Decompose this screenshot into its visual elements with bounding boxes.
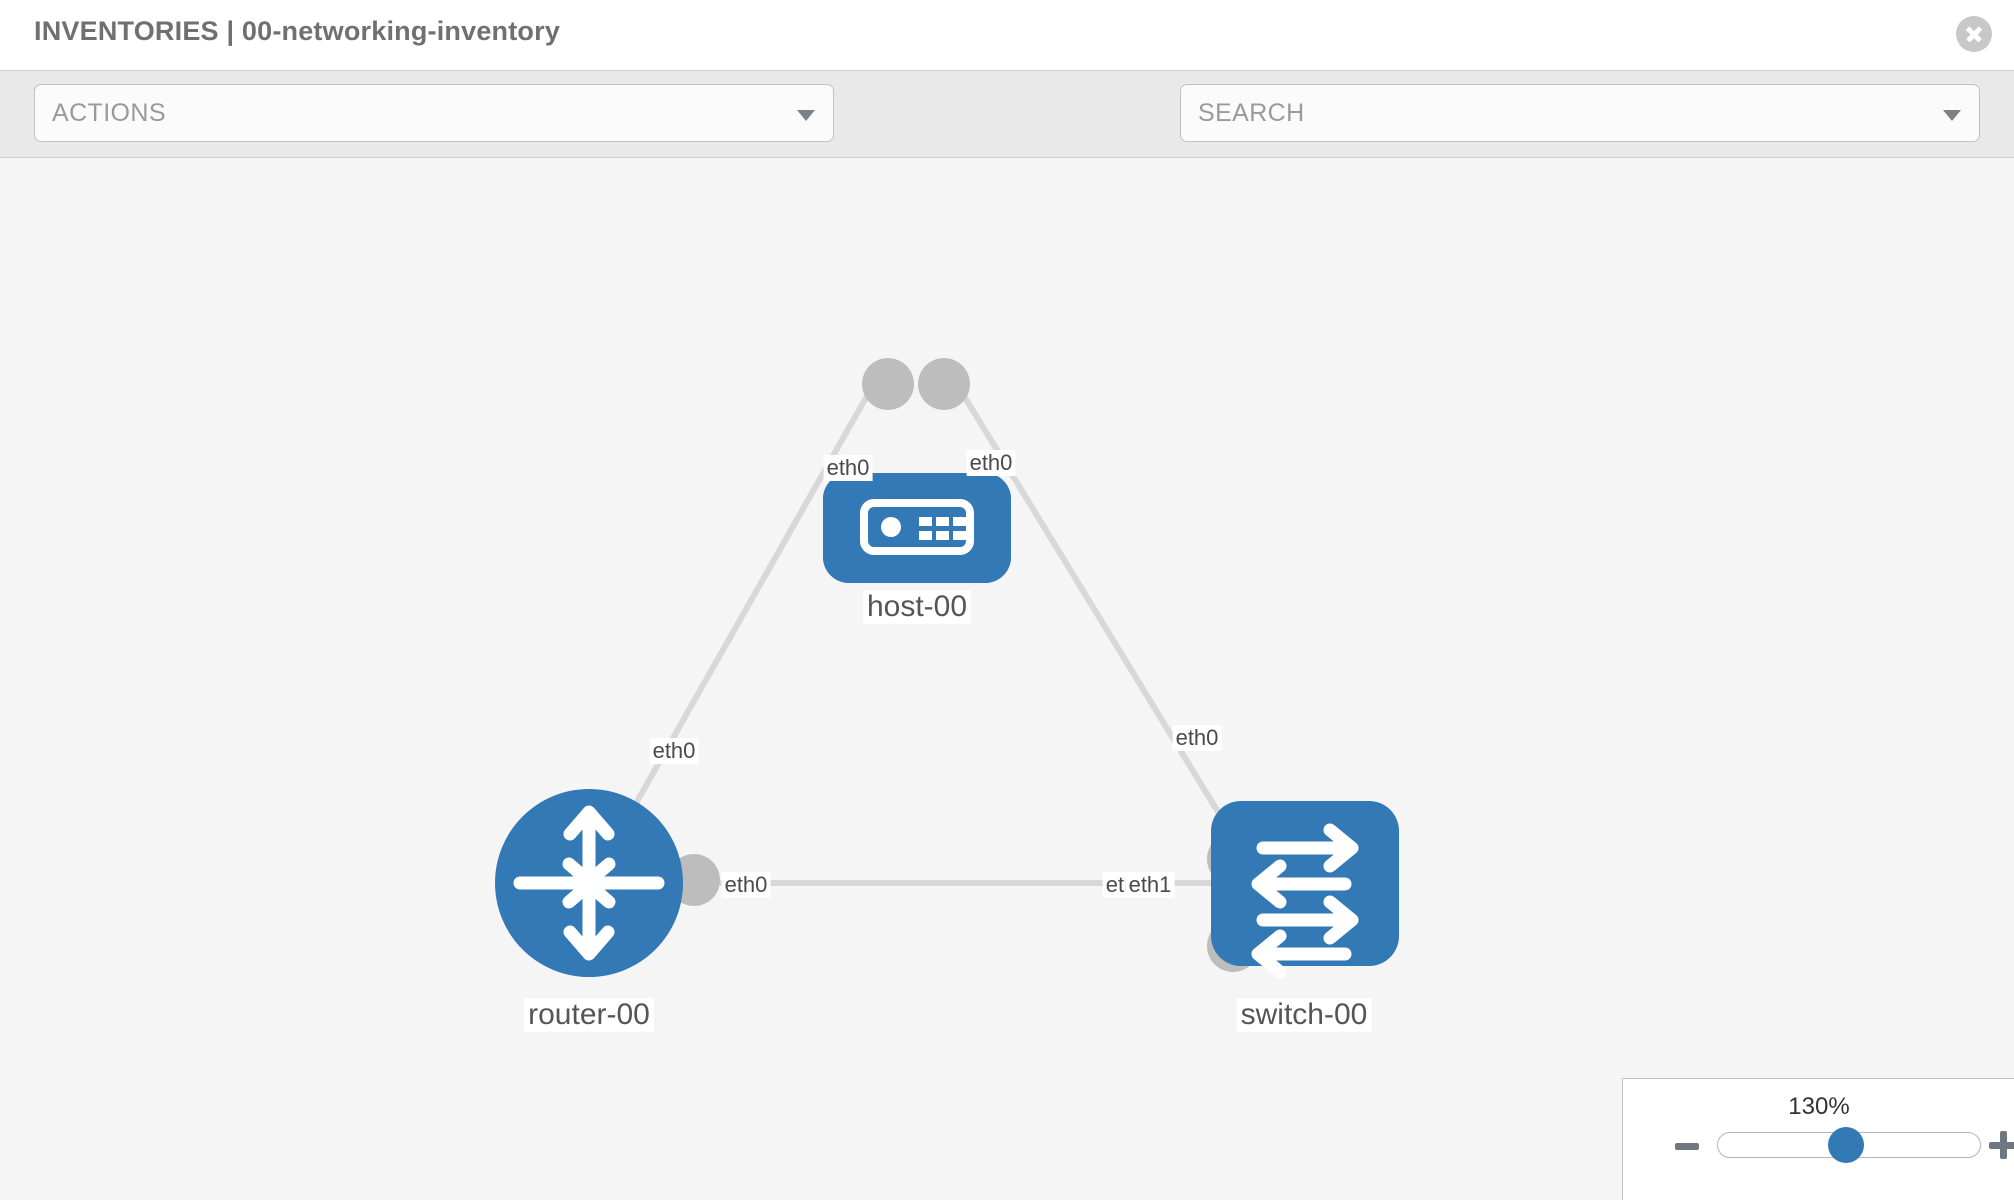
search-placeholder: SEARCH — [1198, 99, 1305, 127]
iface-label-router-uplink: eth0 — [649, 738, 699, 764]
zoom-out-button[interactable] — [1675, 1143, 1699, 1150]
node-label-host-00: host-00 — [862, 590, 972, 624]
topology-node-switch-00 — [1211, 801, 1399, 979]
topology-canvas[interactable]: host-00 router-00 switch-00 eth0 eth0 et… — [0, 158, 2014, 1200]
page-title: INVENTORIES | 00-networking-inventory — [34, 16, 561, 46]
iface-label-host-left: eth0 — [823, 455, 873, 481]
actions-dropdown[interactable]: ACTIONS — [34, 84, 834, 142]
search-input[interactable]: SEARCH — [1180, 84, 1980, 142]
chevron-down-icon — [1943, 110, 1961, 121]
chevron-down-icon — [797, 110, 815, 121]
topology-links — [602, 371, 1243, 886]
close-icon[interactable] — [1956, 16, 1992, 52]
node-label-router-00: router-00 — [524, 998, 654, 1032]
iface-label-switch-uplink: eth0 — [1172, 725, 1222, 751]
toolbar: ACTIONS SEARCH — [0, 70, 2014, 201]
zoom-control-panel: 130% — [1622, 1078, 2014, 1200]
zoom-slider-track[interactable] — [1717, 1127, 1981, 1163]
zoom-slider-thumb[interactable] — [1828, 1127, 1865, 1163]
iface-label-switch-eth1: eth1 — [1125, 872, 1175, 898]
zoom-in-button[interactable] — [1989, 1131, 2014, 1159]
window-header: INVENTORIES | 00-networking-inventory — [0, 0, 2014, 70]
topology-node-host-00 — [823, 473, 1011, 583]
topology-node-router-00 — [495, 789, 683, 977]
iface-label-router-eth0: eth0 — [721, 872, 771, 898]
zoom-level-label: 130% — [1788, 1093, 1850, 1120]
node-label-switch-00: switch-00 — [1236, 998, 1372, 1032]
iface-label-host-right: eth0 — [966, 450, 1016, 476]
actions-dropdown-label: ACTIONS — [52, 99, 166, 127]
